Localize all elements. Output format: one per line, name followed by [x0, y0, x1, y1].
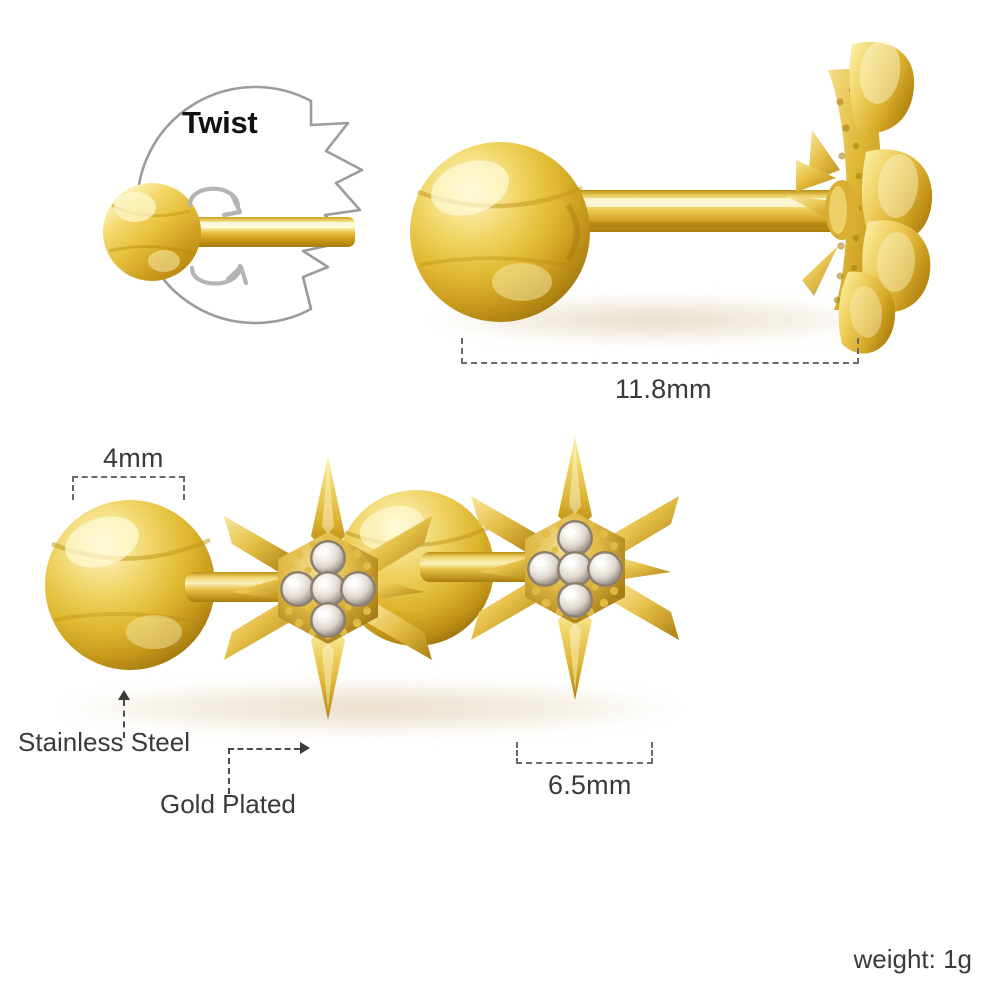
- barbell-post: [548, 190, 848, 232]
- star-head: [785, 40, 933, 354]
- screw-ball-left: [45, 500, 215, 670]
- weight-label: weight: 1g: [853, 944, 972, 974]
- callout-label-stainless-steel: Stainless Steel: [18, 727, 190, 757]
- star-head-right: [471, 436, 679, 700]
- screw-ball: [410, 142, 590, 322]
- callout-leader-stainless-steel: [118, 690, 132, 738]
- star-spike-top: [849, 41, 915, 134]
- dimension-bracket-65mm: [516, 742, 653, 764]
- star-spike-left-small: [796, 160, 836, 192]
- callout-leader-gold-plated: [228, 742, 314, 794]
- twist-callout-bubble: [60, 55, 390, 355]
- star-spike-bottom: [838, 271, 895, 354]
- twist-screw-ball: [103, 183, 201, 281]
- dimension-label-4mm: 4mm: [103, 443, 164, 473]
- dimension-label-118mm: 11.8mm: [615, 374, 712, 404]
- twist-label: Twist: [182, 105, 258, 140]
- dimension-label-65mm: 6.5mm: [548, 770, 632, 800]
- dimension-bracket-118mm: [461, 338, 859, 364]
- bottom-product-image: [20, 420, 760, 750]
- rotation-arrows-icon: [187, 186, 249, 286]
- top-product-image: [400, 10, 980, 354]
- callout-label-gold-plated: Gold Plated: [160, 789, 296, 819]
- dimension-bracket-4mm: [72, 476, 185, 500]
